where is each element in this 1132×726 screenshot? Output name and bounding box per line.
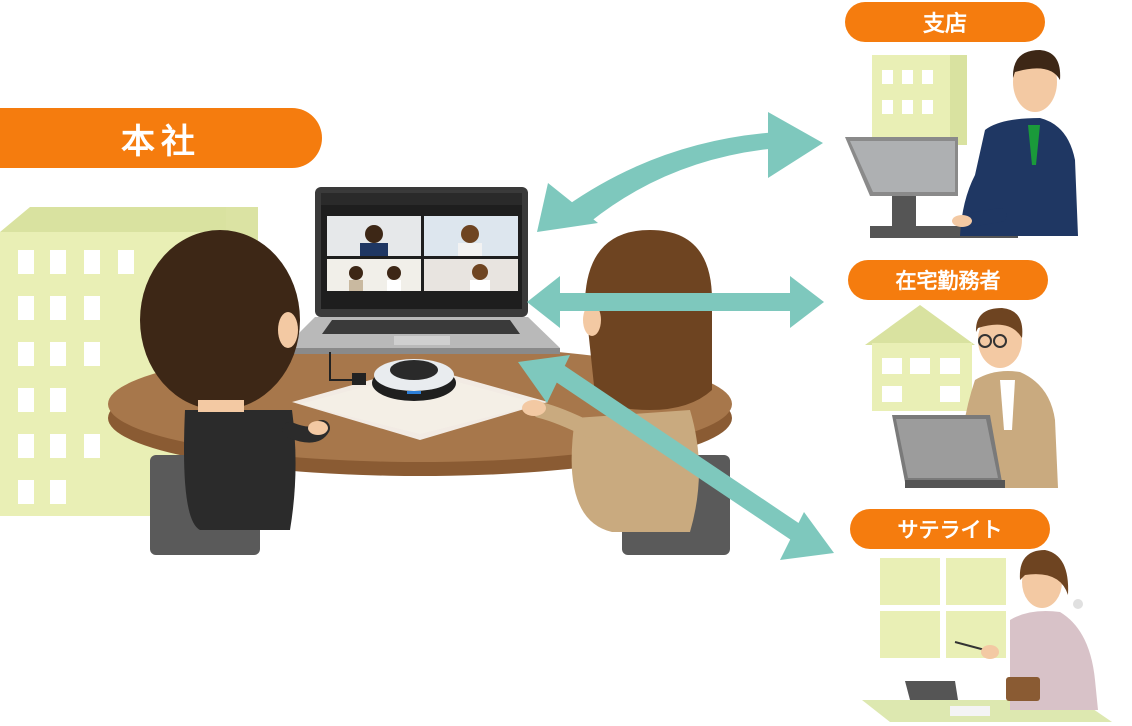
house-icon — [865, 305, 975, 411]
laptop-video-call-icon — [284, 187, 560, 354]
arrow-hq-remote — [527, 276, 824, 328]
satellite-worker — [862, 550, 1112, 722]
satellite-office-window-icon — [880, 558, 1006, 658]
video-tile-1 — [327, 216, 421, 256]
satellite-label: サテライト — [850, 509, 1050, 549]
remote-worker-label-text: 在宅勤務者 — [895, 269, 1001, 293]
arrow-hq-satellite — [518, 355, 834, 560]
remote-worker-label: 在宅勤務者 — [848, 260, 1048, 300]
video-tile-4 — [424, 259, 518, 291]
remote-worker — [892, 308, 1058, 488]
branch-label: 支店 — [845, 2, 1045, 42]
branch-office-building-icon — [872, 55, 967, 145]
headquarters-label: 本社 — [0, 108, 322, 168]
speakerphone-icon — [329, 352, 456, 401]
video-tile-2 — [424, 216, 518, 256]
video-tile-3 — [327, 259, 421, 291]
branch-worker — [845, 50, 1078, 238]
branch-label-text: 支店 — [922, 12, 967, 37]
man-back-view — [140, 230, 330, 555]
arrow-hq-branch — [537, 112, 823, 232]
satellite-label-text: サテライト — [897, 518, 1003, 542]
headquarters-label-text: 本社 — [121, 121, 201, 162]
